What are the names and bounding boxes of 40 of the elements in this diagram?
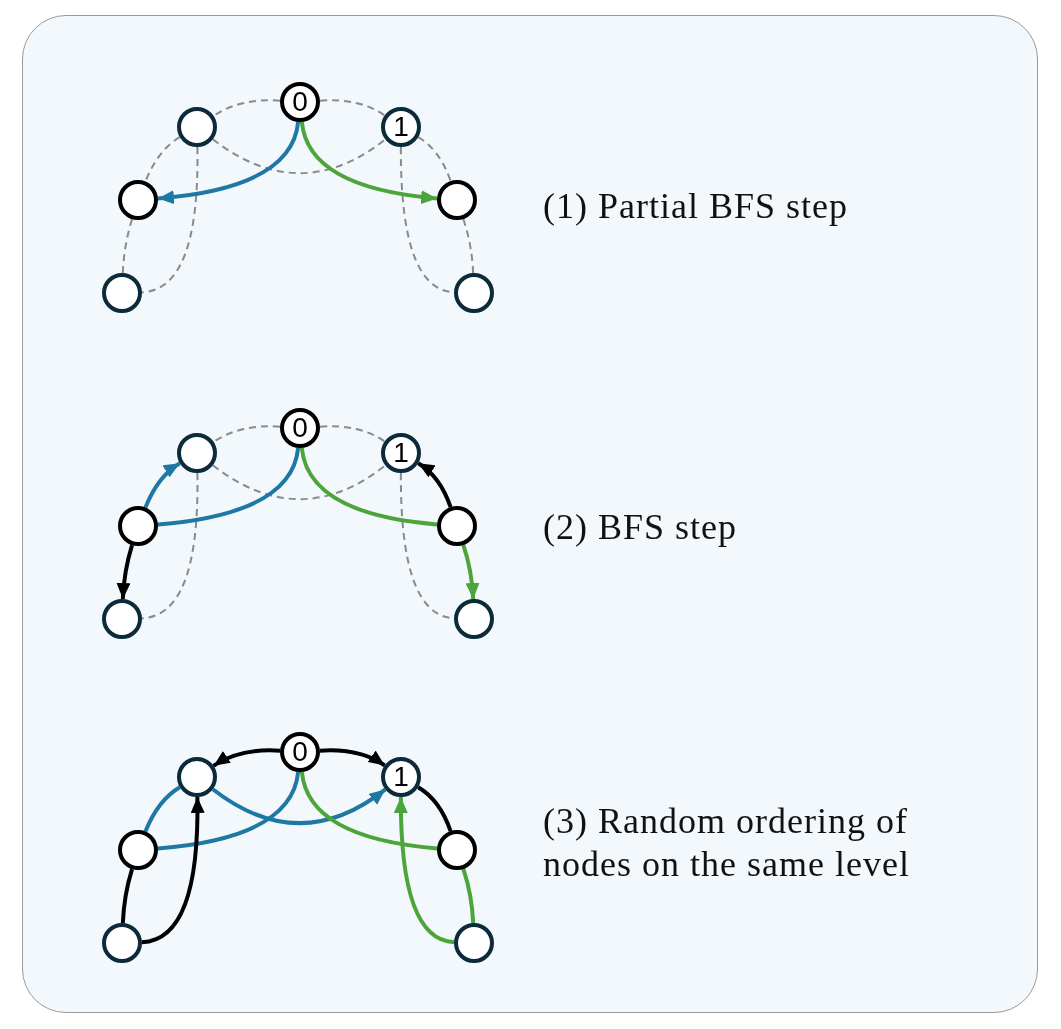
arrow — [211, 787, 387, 826]
step-caption: (2) BFS step — [543, 506, 739, 549]
arrow — [141, 797, 205, 945]
edge-line — [417, 785, 453, 832]
dashed-edge — [211, 464, 387, 501]
arrow — [299, 121, 438, 204]
node-number: 0 — [292, 414, 308, 442]
dashed-edge — [141, 146, 199, 294]
edge-line — [120, 868, 134, 924]
node-number: 1 — [393, 763, 409, 791]
edge-line — [157, 771, 301, 851]
dashed-edge — [141, 472, 199, 620]
arrow — [116, 544, 134, 600]
edge-line — [461, 868, 476, 924]
dashed-edge — [318, 425, 386, 443]
edge-line — [299, 447, 438, 527]
dashed-edge — [212, 99, 282, 117]
dashed-edge — [462, 217, 475, 274]
dashed-edge — [212, 425, 282, 443]
arrow — [212, 748, 281, 768]
node-number: 1 — [393, 113, 409, 141]
node-number: 0 — [292, 738, 308, 766]
arrow — [394, 796, 455, 945]
dashed-edge — [121, 218, 134, 274]
dashed-edge — [318, 99, 386, 117]
step-caption: (3) Random ordering of nodes on the same level — [543, 800, 911, 887]
node-number: 1 — [393, 439, 409, 467]
arrow — [319, 748, 386, 768]
dashed-edge — [417, 136, 452, 183]
arrow — [143, 461, 181, 509]
edge-line — [143, 785, 181, 833]
edge-line — [299, 771, 438, 851]
step-caption: (1) Partial BFS step — [543, 185, 849, 228]
arrow — [157, 121, 301, 204]
dashed-edge — [144, 136, 181, 183]
node-number: 0 — [292, 88, 308, 116]
dashed-edge — [211, 138, 387, 175]
arrow — [417, 461, 453, 508]
arrow — [461, 544, 480, 600]
edge-line — [157, 447, 301, 527]
